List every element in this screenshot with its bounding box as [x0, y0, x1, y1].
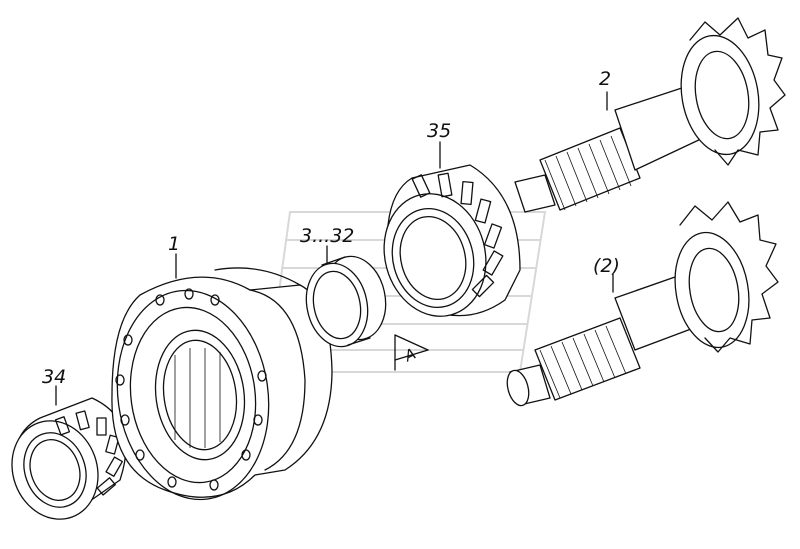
detail-a-label: A	[401, 345, 419, 366]
callout-part-1: 1	[168, 233, 180, 255]
housing-1	[111, 267, 333, 501]
callout-part-2: 2	[599, 68, 611, 90]
callout-part-3-32: 3...32	[300, 225, 354, 247]
callout-part-34: 34	[42, 366, 66, 388]
pinion-shaft-2-alt	[506, 201, 779, 407]
bearing-35	[383, 164, 521, 317]
pinion-shaft-2	[514, 17, 786, 213]
callout-part-2-alt: (2)	[593, 255, 620, 277]
detail-a-marker	[394, 334, 429, 371]
callout-part-35: 35	[427, 120, 451, 142]
shim-ring-3-32	[305, 255, 387, 348]
bolt-holes	[115, 288, 267, 491]
leader-lines	[55, 91, 614, 406]
bearing-34	[11, 397, 127, 520]
